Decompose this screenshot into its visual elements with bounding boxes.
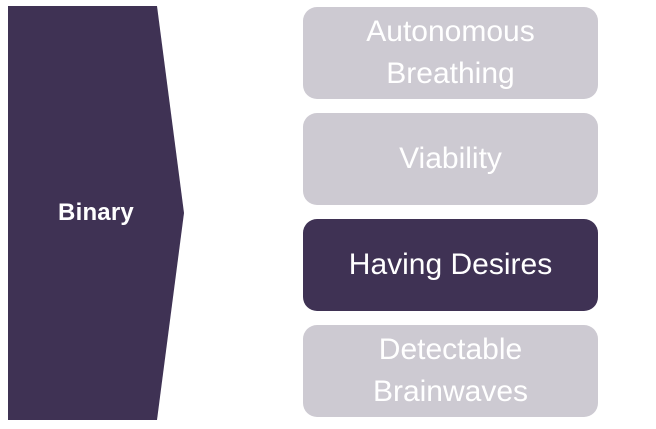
box-viability-label: Viability	[399, 142, 502, 175]
binary-arrow-shape[interactable]: Binary	[8, 6, 184, 420]
box-autonomous-breathing[interactable]: Autonomous Breathing	[303, 7, 598, 99]
box-viability[interactable]: Viability	[303, 113, 598, 205]
criteria-list: Autonomous Breathing Viability Having De…	[303, 7, 598, 417]
box-having-desires-label: Having Desires	[348, 248, 553, 281]
box-detectable-brainwaves-label: Detectable Brainwaves	[372, 333, 529, 408]
box-having-desires[interactable]: Having Desires	[303, 219, 598, 311]
box-detectable-brainwaves[interactable]: Detectable Brainwaves	[303, 325, 598, 417]
box-autonomous-breathing-label: Autonomous Breathing	[366, 15, 535, 90]
binary-arrow-label: Binary	[58, 199, 134, 226]
